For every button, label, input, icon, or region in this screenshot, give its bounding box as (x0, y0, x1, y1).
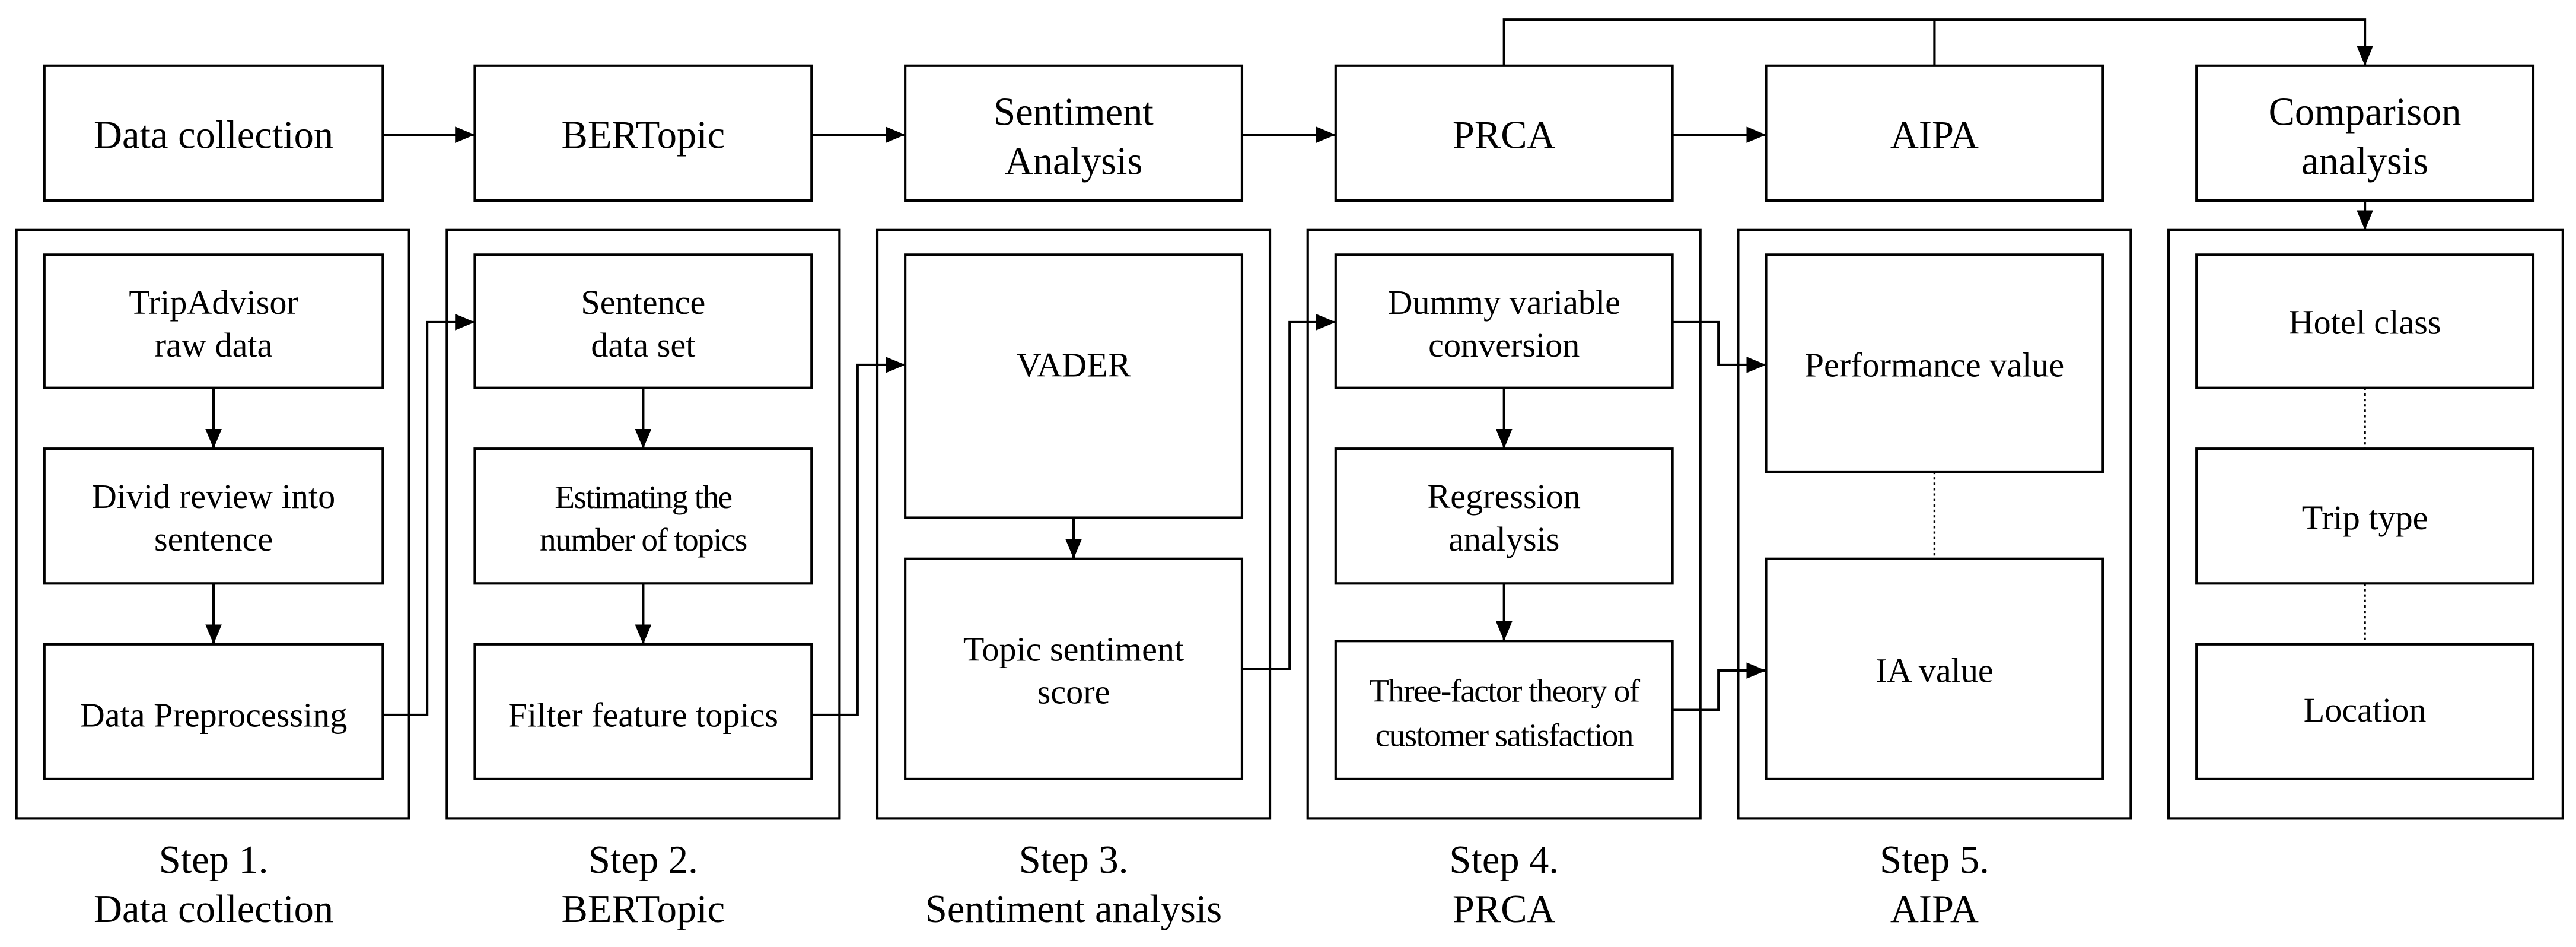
process-box (2195, 447, 2535, 585)
header-text: AIPA (1890, 113, 1979, 157)
header-box (43, 64, 384, 202)
box-text-line2: customer satisfaction (1375, 717, 1634, 754)
box-text-line1: Regression (1428, 477, 1581, 516)
step4-name: PRCA (1453, 888, 1556, 931)
box-text: VADER (1017, 345, 1131, 384)
step2-name: BERTopic (562, 888, 725, 931)
arrow-preprocessing-to-sentence-set (383, 314, 475, 716)
arrow-dummy-to-performance (1672, 320, 1766, 373)
process-box (473, 253, 813, 389)
box-trip-type: Trip type (2195, 447, 2535, 585)
header-text-line1: Comparison (2269, 91, 2462, 134)
box-estimating-topics: Estimating the number of topics (473, 447, 813, 585)
header-box (2195, 64, 2535, 202)
box-text-line1: Divid review into (92, 477, 335, 516)
process-box (43, 447, 384, 585)
header-text: Data collection (94, 113, 333, 157)
process-box (904, 253, 1244, 519)
process-box (1765, 253, 2104, 474)
header-box (904, 64, 1244, 202)
header-text: PRCA (1453, 113, 1556, 157)
header-comparison-analysis: Comparison analysis (2195, 64, 2535, 202)
step4-label: Step 4. (1449, 838, 1559, 882)
header-data-collection: Data collection (43, 64, 384, 202)
process-box (1334, 640, 1674, 780)
header-text-line2: analysis (2301, 140, 2428, 183)
box-performance-value: Performance value (1765, 253, 2104, 474)
header-aipa: AIPA (1765, 64, 2104, 202)
process-box (1765, 557, 2104, 780)
box-text-line2: data set (591, 326, 695, 364)
process-box (43, 643, 384, 780)
box-text-line1: Sentence (581, 283, 705, 322)
process-box (43, 253, 384, 389)
box-text-line2: analysis (1448, 520, 1559, 558)
step2-label: Step 2. (588, 838, 698, 882)
process-box (473, 643, 813, 780)
process-box (1334, 253, 1674, 389)
arrow-score-to-dummy (1241, 314, 1336, 670)
process-box (2195, 253, 2535, 389)
box-three-factor-theory: Three-factor theory of customer satisfac… (1334, 640, 1674, 780)
step5-label: Step 5. (1880, 838, 1989, 882)
arrow-prca-to-comparison (1502, 18, 2373, 66)
box-text-line1: Three-factor theory of (1369, 673, 1641, 709)
step1-label: Step 1. (159, 838, 269, 882)
box-divide-review: Divid review into sentence (43, 447, 384, 585)
header-box (1765, 64, 2104, 202)
box-data-preprocessing: Data Preprocessing (43, 643, 384, 780)
box-text: IA value (1876, 651, 1994, 689)
box-text: Hotel class (2289, 303, 2441, 341)
box-vader: VADER (904, 253, 1244, 519)
box-text-line2: score (1037, 673, 1110, 711)
box-location: Location (2195, 643, 2535, 780)
header-box (1334, 64, 1674, 202)
box-text-line2: conversion (1428, 326, 1580, 364)
process-box (904, 557, 1244, 780)
header-text-line1: Sentiment (994, 91, 1154, 134)
box-text: Data Preprocessing (80, 695, 348, 734)
header-bertopic: BERTopic (473, 64, 813, 202)
box-ia-value: IA value (1765, 557, 2104, 780)
step1-name: Data collection (94, 888, 333, 931)
header-box (473, 64, 813, 202)
box-hotel-class: Hotel class (2195, 253, 2535, 389)
process-box (473, 447, 813, 585)
box-text-line2: raw data (155, 326, 273, 364)
box-sentence-data-set: Sentence data set (473, 253, 813, 389)
box-text-line2: number of topics (540, 522, 747, 558)
process-box (1334, 447, 1674, 585)
box-text: Location (2304, 691, 2427, 729)
box-text: Performance value (1805, 345, 2065, 384)
step3-label: Step 3. (1019, 838, 1129, 882)
arrow-threefactor-to-ia (1672, 662, 1766, 711)
box-tripadvisor-raw-data: TripAdvisor raw data (43, 253, 384, 389)
box-filter-feature-topics: Filter feature topics (473, 643, 813, 780)
box-text-line1: TripAdvisor (129, 283, 298, 322)
box-regression-analysis: Regression analysis (1334, 447, 1674, 585)
box-text-line1: Estimating the (555, 479, 731, 515)
step3-name: Sentiment analysis (925, 888, 1222, 931)
header-sentiment-analysis: Sentiment Analysis (904, 64, 1244, 202)
header-prca: PRCA (1334, 64, 1674, 202)
box-text-line2: sentence (154, 520, 273, 558)
header-text-line2: Analysis (1005, 140, 1143, 183)
step5-name: AIPA (1890, 888, 1979, 931)
box-text: Filter feature topics (508, 695, 778, 734)
box-topic-sentiment-score: Topic sentiment score (904, 557, 1244, 780)
arrow-filter-to-vader (811, 357, 906, 716)
box-text: Trip type (2302, 498, 2428, 537)
box-text-line1: Topic sentiment (963, 630, 1184, 668)
box-dummy-variable-conversion: Dummy variable conversion (1334, 253, 1674, 389)
header-text: BERTopic (562, 113, 725, 157)
box-text-line1: Dummy variable (1388, 283, 1620, 322)
